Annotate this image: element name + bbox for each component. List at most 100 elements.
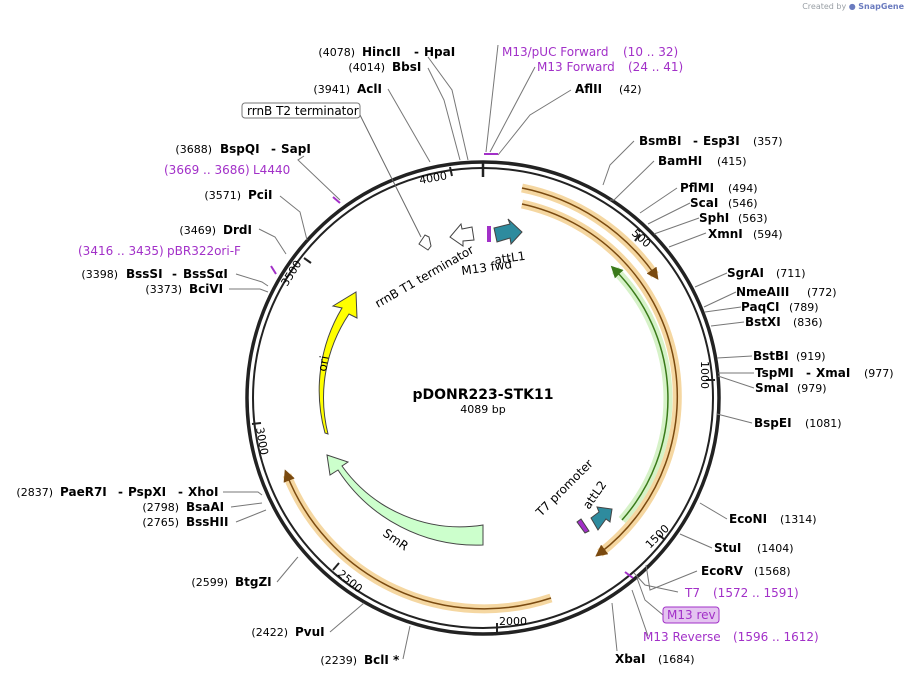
site-pvui[interactable]: (2422) PvuI: [251, 625, 324, 639]
tick-2000: 2000: [499, 615, 527, 628]
svg-text:(3941): (3941): [313, 83, 350, 96]
primer-m13puc-forward[interactable]: M13/pUC Forward (10 .. 32): [502, 45, 678, 59]
site-aflii[interactable]: AflII (42): [575, 82, 642, 96]
site-bcli[interactable]: (2239) BclI *: [320, 653, 400, 667]
svg-text:ScaI: ScaI: [690, 196, 718, 210]
tick-4000: 4000: [418, 169, 448, 187]
feature-orf-long[interactable]: [521, 199, 682, 557]
svg-text:SapI: SapI: [281, 142, 311, 156]
site-bspqi[interactable]: (3688) BspQI - SapI: [175, 142, 310, 156]
site-bsmbi[interactable]: BsmBI - Esp3I (357): [639, 134, 783, 148]
svg-text:PvuI: PvuI: [295, 625, 325, 639]
svg-text:EcoNI: EcoNI: [729, 512, 767, 526]
svg-text:(42): (42): [619, 83, 642, 96]
site-bbsi[interactable]: (4014) BbsI: [348, 60, 421, 74]
svg-text:(1081): (1081): [805, 417, 842, 430]
ori-label: ori: [315, 355, 331, 373]
svg-text:(3398): (3398): [81, 268, 118, 281]
site-sphi[interactable]: SphI (563): [699, 211, 768, 225]
svg-text:(4078): (4078): [318, 46, 355, 59]
credit-prefix: Created by: [802, 2, 847, 11]
svg-text:BstXI: BstXI: [745, 315, 781, 329]
site-scai[interactable]: ScaI (546): [690, 196, 758, 210]
site-smai[interactable]: SmaI (979): [755, 381, 827, 395]
site-paer7i[interactable]: (2837) PaeR7I - PspXI - XhoI: [16, 485, 218, 499]
site-bsaai[interactable]: (2798) BsaAI: [142, 500, 224, 514]
svg-text:-: -: [172, 267, 177, 281]
svg-text:pBR322ori-F: pBR322ori-F: [167, 244, 241, 258]
credit-brand: SnapGene: [858, 2, 904, 11]
plasmid-length: 4089 bp: [460, 403, 505, 416]
svg-text:(3669 .. 3686): (3669 .. 3686): [164, 163, 250, 177]
svg-text:BssSαI: BssSαI: [183, 267, 228, 281]
svg-text:BspEI: BspEI: [754, 416, 792, 430]
primer-mark-t7: [624, 571, 634, 579]
attl2-arrow[interactable]: [590, 506, 613, 531]
site-bcivi[interactable]: (3373) BciVI: [145, 282, 223, 296]
tick-1000: 1000: [698, 361, 711, 389]
site-econi[interactable]: EcoNI (1314): [729, 512, 817, 526]
rrnb-t2-box[interactable]: [241, 102, 361, 119]
site-btgzi[interactable]: (2599) BtgZI: [191, 575, 271, 589]
site-xbai[interactable]: XbaI (1684): [615, 652, 695, 666]
svg-text:(711): (711): [776, 267, 806, 280]
site-bsshii[interactable]: (2765) BssHII: [142, 515, 228, 529]
site-tspmi[interactable]: TspMI - XmaI (977): [755, 366, 894, 380]
site-bamhi[interactable]: BamHI (415): [658, 154, 747, 168]
svg-text:(563): (563): [738, 212, 768, 225]
site-nmeaiii[interactable]: NmeAIII (772): [736, 285, 837, 299]
primer-m13-reverse[interactable]: M13 Reverse (1596 .. 1612): [643, 630, 819, 644]
svg-text:BciVI: BciVI: [189, 282, 223, 296]
site-acli[interactable]: (3941) AclI: [313, 82, 382, 96]
svg-text:BtgZI: BtgZI: [235, 575, 272, 589]
t7-promoter-arrow[interactable]: [576, 518, 590, 534]
rrnb-t2-arrow[interactable]: [418, 234, 432, 251]
svg-text:L4440: L4440: [253, 163, 290, 177]
svg-text:(919): (919): [796, 350, 826, 363]
site-ecorv[interactable]: EcoRV (1568): [701, 564, 791, 578]
t7promoter-label: T7 promoter: [533, 457, 596, 520]
svg-text:(594): (594): [753, 228, 783, 241]
feature-orf-lower[interactable]: [282, 469, 553, 614]
primer-pbr322ori-f[interactable]: (3416 .. 3435) pBR322ori-F: [78, 244, 241, 258]
site-pcii[interactable]: (3571) PciI: [204, 188, 272, 202]
attl2-label: attL2: [580, 478, 609, 512]
site-xmni[interactable]: XmnI (594): [708, 227, 783, 241]
site-bstxi[interactable]: BstXI (836): [745, 315, 823, 329]
feature-stk11-green[interactable]: [610, 265, 673, 523]
site-bstbi[interactable]: BstBI (919): [753, 349, 826, 363]
feature-orf-outer[interactable]: [521, 183, 659, 280]
svg-text:HpaI: HpaI: [424, 45, 455, 59]
primer-t7[interactable]: T7 (1572 .. 1591): [684, 586, 799, 600]
svg-text:(772): (772): [807, 286, 837, 299]
smr-feature[interactable]: [326, 454, 484, 546]
primer-m13-forward[interactable]: M13 Forward (24 .. 41): [537, 60, 683, 74]
svg-text:(10 .. 32): (10 .. 32): [623, 45, 678, 59]
primer-m13-rev[interactable]: M13 rev: [662, 606, 720, 624]
site-bspei[interactable]: BspEI (1081): [754, 416, 842, 430]
svg-text:(2765): (2765): [142, 516, 179, 529]
site-hincii[interactable]: (4078) HincII - HpaI: [318, 45, 455, 59]
svg-text:(2599): (2599): [191, 576, 228, 589]
svg-text:NmeAIII: NmeAIII: [736, 285, 789, 299]
svg-text:T7: T7: [684, 586, 700, 600]
svg-text:(4014): (4014): [348, 61, 385, 74]
site-drdi[interactable]: (3469) DrdI: [179, 223, 252, 237]
ori-feature[interactable]: [318, 291, 358, 435]
svg-text:Esp3I: Esp3I: [703, 134, 740, 148]
snapgene-credit: Created by ● SnapGene: [802, 2, 904, 11]
attl1-arrow[interactable]: [493, 218, 523, 246]
site-sgrai[interactable]: SgrAI (711): [727, 266, 806, 280]
site-pflmi[interactable]: PflMI (494): [680, 181, 758, 195]
svg-text:BspQI: BspQI: [220, 142, 260, 156]
svg-text:SphI: SphI: [699, 211, 729, 225]
snapgene-logo-icon: ●: [848, 2, 856, 11]
site-stui[interactable]: StuI (1404): [714, 541, 794, 555]
site-bsssi[interactable]: (3398) BssSI - BssSαI: [81, 267, 227, 281]
rrnb-t1-arrow[interactable]: [449, 222, 475, 247]
svg-text:(3688): (3688): [175, 143, 212, 156]
tick-marks: [251, 166, 715, 632]
primer-l4440[interactable]: (3669 .. 3686) L4440: [164, 163, 290, 177]
site-paqci[interactable]: PaqCI (789): [741, 300, 819, 314]
